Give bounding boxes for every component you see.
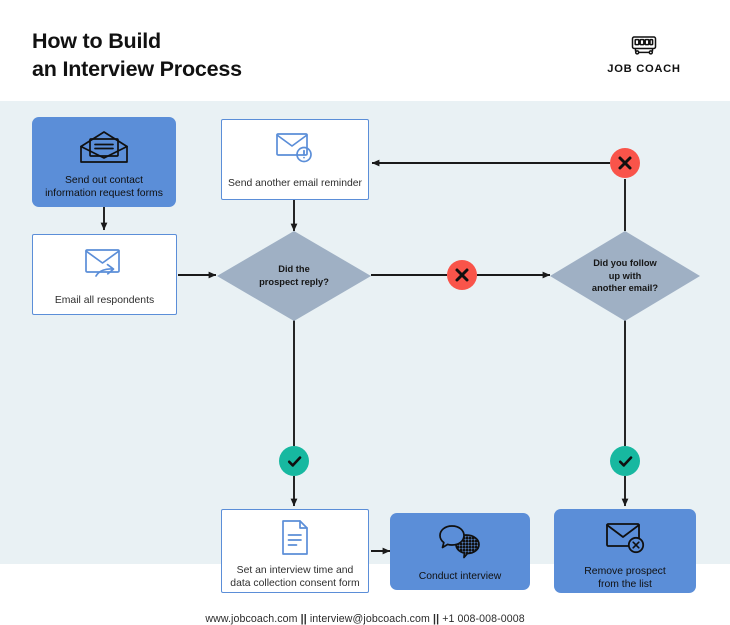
decision-did-prospect-reply[interactable]: Did the prospect reply? bbox=[216, 230, 372, 322]
cross-icon bbox=[618, 156, 632, 170]
yes-marker-follow-up[interactable] bbox=[610, 446, 640, 476]
diamond-shape bbox=[550, 231, 700, 321]
node-set-interview-time[interactable]: Set an interview time and data collectio… bbox=[221, 509, 369, 593]
no-marker-prospect-reply[interactable] bbox=[447, 260, 477, 290]
node-send-another-reminder[interactable]: Send another email reminder bbox=[221, 119, 369, 200]
check-icon bbox=[618, 455, 632, 467]
cross-icon bbox=[455, 268, 469, 282]
decision-did-you-follow-up[interactable]: Did you follow up with another email? bbox=[549, 230, 701, 322]
document-lines-icon bbox=[278, 519, 312, 557]
footer-separator-2: || bbox=[433, 613, 440, 625]
yes-marker-prospect-reply[interactable] bbox=[279, 446, 309, 476]
page-title-line-1: How to Build bbox=[32, 29, 161, 53]
node-label-line-1: Remove prospect bbox=[584, 566, 666, 577]
footer-website[interactable]: www.jobcoach.com bbox=[205, 613, 298, 625]
footer-contact: www.jobcoach.com || interview@jobcoach.c… bbox=[0, 613, 730, 625]
check-icon bbox=[287, 455, 301, 467]
node-label-line-1: Conduct interview bbox=[418, 571, 502, 582]
speech-bubbles-icon bbox=[436, 522, 484, 560]
diamond-shape bbox=[217, 231, 371, 321]
no-marker-follow-up[interactable] bbox=[610, 148, 640, 178]
brand-name: JOB COACH bbox=[607, 63, 681, 75]
node-label-line-2: information request forms bbox=[45, 188, 163, 199]
node-email-all-respondents[interactable]: Email all respondents bbox=[32, 234, 177, 315]
node-conduct-interview[interactable]: Conduct interview bbox=[390, 513, 530, 590]
brand-logo: JOB COACH bbox=[584, 34, 704, 75]
node-remove-prospect[interactable]: Remove prospect from the list bbox=[554, 509, 696, 593]
page-title: How to Build an Interview Process bbox=[32, 28, 462, 84]
envelope-send-arrow-icon bbox=[82, 245, 128, 283]
open-envelope-letter-icon bbox=[78, 128, 130, 166]
node-label: Set an interview time and data collectio… bbox=[230, 564, 359, 590]
footer-phone: +1 008-008-0008 bbox=[442, 613, 525, 625]
flowchart-stage: Send out contact information request for… bbox=[0, 101, 730, 625]
node-label-line-2: data collection consent form bbox=[230, 578, 360, 589]
envelope-alert-icon bbox=[273, 129, 317, 167]
node-label-line-1: Send another email reminder bbox=[228, 178, 362, 189]
node-label: Email all respondents bbox=[55, 294, 154, 307]
bus-icon bbox=[584, 34, 704, 58]
node-label: Conduct interview bbox=[419, 570, 502, 583]
node-label-line-1: Send out contact bbox=[65, 175, 143, 186]
node-label: Send out contact information request for… bbox=[45, 174, 163, 200]
footer-email[interactable]: interview@jobcoach.com bbox=[309, 613, 430, 625]
node-label: Remove prospect from the list bbox=[584, 565, 665, 591]
node-label-line-2: from the list bbox=[598, 579, 652, 590]
node-send-contact-forms[interactable]: Send out contact information request for… bbox=[32, 117, 176, 207]
footer-separator-1: || bbox=[300, 613, 307, 625]
header: How to Build an Interview Process JOB CO… bbox=[0, 0, 730, 101]
page-title-line-2: an Interview Process bbox=[32, 56, 242, 81]
flowchart-connectors bbox=[100, 159, 629, 555]
node-label: Send another email reminder bbox=[228, 177, 362, 190]
node-label-line-1: Email all respondents bbox=[54, 295, 155, 306]
envelope-remove-icon bbox=[602, 519, 648, 557]
node-label-line-1: Set an interview time and bbox=[236, 565, 354, 576]
